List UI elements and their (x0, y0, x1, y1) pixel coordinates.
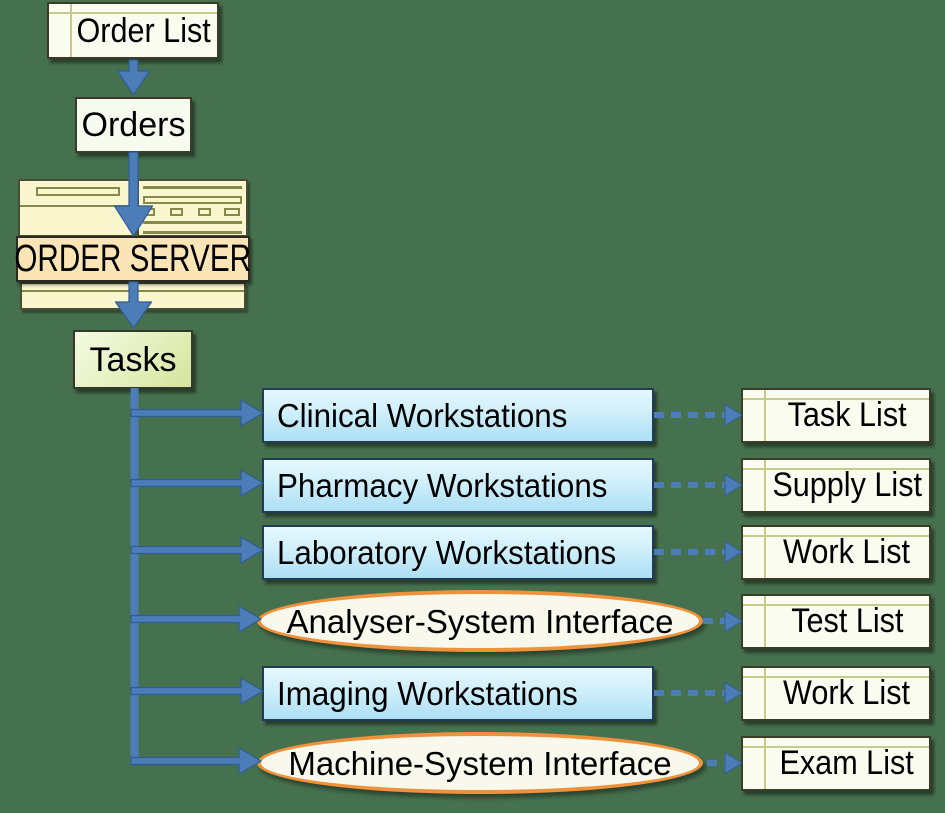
branch-arrow-laboratory-workstations (130, 536, 264, 564)
dashed-arrow-machine-system-interface-head (724, 751, 743, 775)
tasks-box: Tasks (73, 330, 193, 389)
server-row-line (143, 221, 242, 224)
server-bottom-panel (20, 282, 246, 310)
list-label: Work List (783, 533, 911, 571)
target-label: Pharmacy Workstations (277, 466, 608, 504)
workstation-box-laboratory-workstations: Laboratory Workstations (262, 524, 654, 580)
dashed-arrow-laboratory-workstations-head (724, 540, 743, 564)
branch-arrow-clinical-workstations (130, 399, 264, 427)
list-label: Exam List (779, 744, 915, 782)
order-server-band: ORDER SERVER (14, 236, 252, 282)
order-list-box: Order List (47, 2, 219, 59)
server-row-line (143, 186, 242, 189)
orders-label: Orders (81, 106, 186, 144)
list-box-work-list: Work List (741, 665, 931, 721)
dashed-arrow-clinical-workstations-head (724, 403, 743, 427)
dashed-arrow-imaging-workstations-head (724, 681, 743, 705)
list-box-exam-list: Exam List (741, 735, 931, 791)
tasks-label: Tasks (89, 340, 177, 379)
order-server-group: ORDER SERVER (14, 179, 252, 310)
interface-ellipse-analyser-system-interface: Analyser-System Interface (257, 590, 703, 652)
list-label: Supply List (772, 466, 922, 504)
server-field-bar (143, 196, 242, 204)
workstation-box-pharmacy-workstations: Pharmacy Workstations (262, 457, 654, 513)
target-label: Clinical Workstations (277, 396, 568, 434)
orders-box: Orders (75, 97, 192, 153)
branch-arrow-machine-system-interface (130, 747, 262, 775)
server-divider-decoration (22, 290, 244, 292)
list-label: Test List (790, 602, 904, 640)
interface-ellipse-machine-system-interface: Machine-System Interface (257, 732, 703, 794)
arrow-orderlist-to-orders (116, 59, 151, 96)
dashed-arrow-pharmacy-workstations-head (724, 473, 743, 497)
list-box-work-list: Work List (741, 524, 931, 580)
server-cell-1 (143, 208, 155, 216)
order-server-label: ORDER SERVER (14, 238, 252, 280)
server-titlebar-decoration (36, 187, 120, 196)
workstation-box-clinical-workstations: Clinical Workstations (262, 387, 654, 443)
branch-arrow-analyser-system-interface (130, 605, 262, 633)
dashed-arrow-analyser-system-interface-head (724, 609, 743, 633)
target-label: Imaging Workstations (277, 674, 578, 712)
server-right-panel (137, 179, 248, 237)
list-box-task-list: Task List (741, 387, 931, 443)
target-label: Analyser-System Interface (286, 602, 674, 640)
server-left-panel (18, 179, 134, 237)
server-divider-decoration (20, 205, 132, 207)
server-row-line (143, 231, 242, 234)
server-cell-3 (198, 208, 211, 216)
list-label: Task List (787, 396, 907, 434)
branch-arrow-pharmacy-workstations (130, 469, 264, 497)
server-cell-4 (224, 208, 240, 216)
target-label: Laboratory Workstations (277, 533, 617, 571)
workstation-box-imaging-workstations: Imaging Workstations (262, 665, 654, 721)
server-cell-2 (170, 208, 183, 216)
list-label: Work List (783, 674, 911, 712)
list-box-supply-list: Supply List (741, 457, 931, 513)
list-box-test-list: Test List (741, 593, 931, 649)
order-list-label: Order List (76, 11, 212, 50)
target-label: Machine-System Interface (288, 744, 672, 782)
branch-arrow-imaging-workstations (130, 677, 264, 705)
